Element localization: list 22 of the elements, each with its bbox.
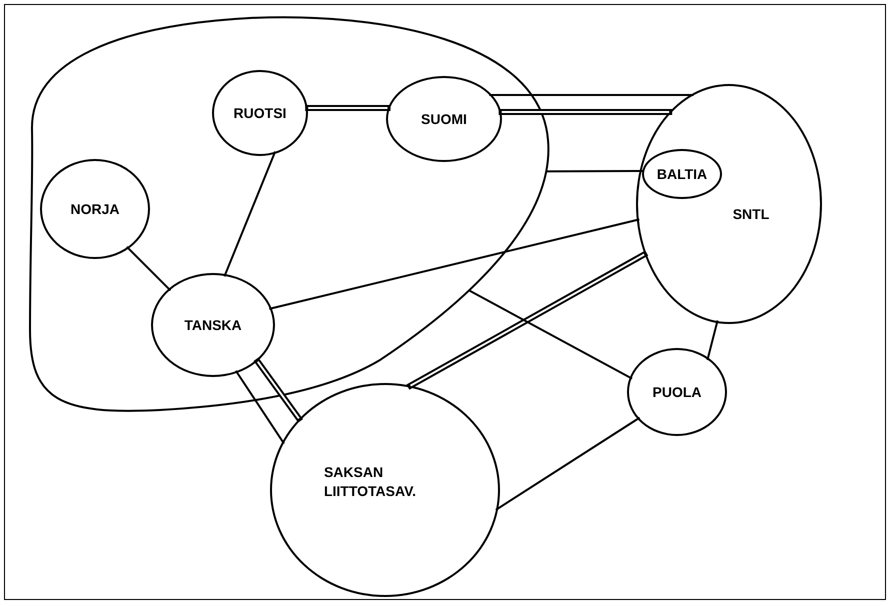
country-label: SUOMI [421,110,467,128]
country-label: TANSKA [184,316,242,334]
country-label: SNTL [732,204,770,224]
connector-line [489,94,694,96]
country-label: SAKSAN LIITTOTASAV. [324,463,416,501]
double-line [254,357,304,423]
connector-line [468,290,633,380]
connector-line [495,416,640,511]
country-label: RUOTSI [234,104,286,122]
connector-line [546,170,643,172]
country-label: PUOLA [652,382,702,402]
connector-line [235,370,285,444]
connector-line [269,218,640,310]
double-line [498,109,672,115]
connector-line [224,151,276,277]
double-line [305,105,390,111]
connector-line [706,320,719,360]
country-label: NORJA [70,200,120,218]
country-ellipse [642,149,722,199]
double-line [406,250,648,390]
connector-line [126,246,172,292]
country-label: BALTIA [656,164,708,184]
